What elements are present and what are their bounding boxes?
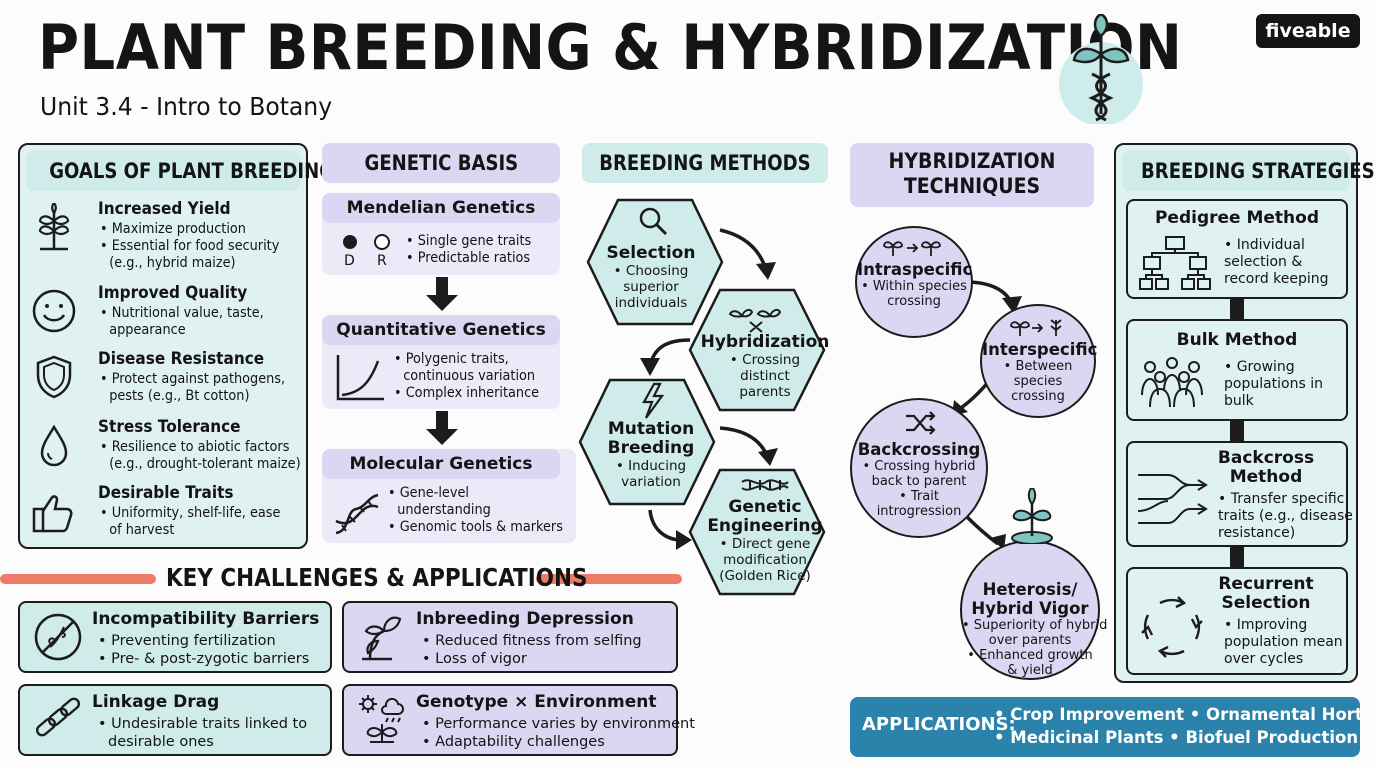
applications-banner: APPLICATIONS: • Crop Improvement • Ornam… (850, 697, 1376, 757)
curve-graph-icon (336, 355, 384, 401)
goals-panel: GOALS OF PLANT BREEDING Increased Yield … (18, 143, 334, 549)
mutation-hexagon (578, 378, 716, 506)
dominant-recessive-icon (343, 234, 390, 250)
plant-dna-logo-icon (1056, 12, 1146, 126)
dominant-label: D (344, 253, 355, 269)
connector (1230, 419, 1244, 441)
goal-title: Improved Quality (98, 283, 248, 303)
mendelian-box: Mendelian Genetics D R • Single gene tra… (322, 193, 560, 275)
prohibited-flower-icon (34, 613, 82, 661)
challenge-linkage-drag: Linkage Drag • Undesirable traits linked… (18, 684, 332, 756)
selection-hexagon (586, 198, 724, 326)
pedigree-tree-icon (1139, 236, 1211, 290)
thumbs-up-icon (32, 495, 73, 533)
applications-label: APPLICATIONS: (862, 714, 1016, 735)
applications-line1: • Crop Improvement • Ornamental Horticul… (994, 705, 1376, 724)
strategy-bulk: Bulk Method • Growing populations in bul… (1126, 319, 1348, 421)
connector (1230, 545, 1244, 567)
goal-desc: • Protect against pathogens, pests (e.g.… (100, 371, 286, 404)
molecular-title: Molecular Genetics (322, 449, 560, 479)
arrow-down-icon (426, 277, 458, 311)
shield-icon (36, 355, 72, 399)
methods-hexagon-diagram (578, 198, 826, 596)
plant-arrow-plant-icon (883, 241, 941, 256)
strategies-heading: BREEDING STRATEGIES (1141, 159, 1375, 183)
page-subtitle: Unit 3.4 - Intro to Botany (40, 92, 333, 121)
strategies-panel: BREEDING STRATEGIES Pedigree Method • In… (1114, 143, 1375, 683)
challenge-genotype-environment: Genotype × Environment • Performance var… (342, 684, 695, 756)
quantitative-desc: • Polygenic traits, continuous variation… (394, 351, 540, 401)
challenge-inbreeding: Inbreeding Depression • Reduced fitness … (342, 601, 678, 673)
smiley-icon (32, 289, 76, 333)
dna-icon (335, 493, 379, 535)
challenges-rule-left (0, 574, 156, 584)
goal-title: Desirable Traits (98, 483, 234, 503)
hybridization-hexagon (688, 288, 826, 412)
crowd-icon (1141, 357, 1203, 408)
fiveable-logo[interactable]: fiveable (1256, 14, 1360, 48)
challenges-rule-right (536, 574, 682, 584)
sprout-mound-icon (1011, 488, 1053, 544)
molecular-desc: • Gene-level understanding• Genomic tool… (388, 485, 563, 535)
quantitative-box: Quantitative Genetics • Polygenic traits… (322, 315, 560, 409)
plants-cross-icon (728, 308, 782, 333)
mendelian-title: Mendelian Genetics (322, 193, 560, 223)
challenges-heading: KEY CHALLENGES & APPLICATIONS (166, 563, 588, 592)
connector (1230, 297, 1244, 319)
recessive-label: R (377, 253, 387, 269)
goal-title: Stress Tolerance (98, 417, 241, 437)
water-drop-icon (40, 424, 68, 467)
genetic-heading: GENETIC BASIS (364, 151, 518, 175)
goals-heading-box: GOALS OF PLANT BREEDING (26, 151, 334, 191)
merging-arrows-icon (1137, 474, 1208, 524)
plant-arrow-flower-icon (1010, 319, 1062, 336)
goal-desc: • Resilience to abiotic factors (e.g., d… (100, 439, 301, 472)
strategy-backcross: Backcross Method • Transfer specific tra… (1126, 441, 1353, 547)
quantitative-title: Quantitative Genetics (322, 315, 560, 345)
hybrid-heading-box: HYBRIDIZATION TECHNIQUES (850, 143, 1094, 207)
applications-line2: • Medicinal Plants • Biofuel Production (994, 728, 1359, 747)
arrow-down-icon (426, 411, 458, 445)
strategy-recurrent: Recurrent Selection • Improving populati… (1126, 567, 1348, 675)
strategies-heading-box: BREEDING STRATEGIES (1122, 151, 1375, 191)
goal-title: Disease Resistance (98, 349, 265, 369)
technique-heterosis: Heterosis/ Hybrid Vigor • Superiority of… (960, 540, 1107, 680)
goal-desc: • Maximize production• Essential for foo… (100, 221, 280, 271)
magnifier-icon (639, 207, 661, 229)
chain-link-icon (35, 697, 81, 737)
page-title: PLANT BREEDING & HYBRIDIZATION (38, 12, 1183, 85)
genetic-heading-box: GENETIC BASIS (322, 143, 560, 183)
genetic-engineering-hexagon (688, 468, 826, 596)
dna-strand-icon (741, 479, 789, 491)
mendelian-desc: • Single gene traits• Predictable ratios (406, 233, 532, 266)
methods-heading-box: BREEDING METHODS (582, 143, 828, 183)
goal-title: Increased Yield (98, 199, 231, 219)
cycle-arrows-icon (1141, 596, 1203, 658)
hybrid-heading: HYBRIDIZATION TECHNIQUES (888, 149, 1056, 198)
goal-desc: • Uniformity, shelf-life, ease of harves… (100, 505, 281, 538)
seedling-icon (38, 203, 70, 251)
challenge-incompatibility: Incompatibility Barriers • Preventing fe… (18, 601, 332, 673)
lightning-icon (642, 382, 665, 419)
strategy-pedigree: Pedigree Method • Individual selection &… (1126, 199, 1348, 299)
wilting-plant-icon (362, 616, 402, 661)
molecular-box: Molecular Genetics • Gene-level understa… (322, 449, 576, 543)
shuffle-icon (906, 411, 936, 435)
sun-rain-plant-icon (359, 695, 404, 743)
goal-desc: • Nutritional value, taste, appearance (100, 305, 264, 338)
goals-heading: GOALS OF PLANT BREEDING (49, 159, 335, 183)
methods-heading: BREEDING METHODS (599, 151, 811, 175)
